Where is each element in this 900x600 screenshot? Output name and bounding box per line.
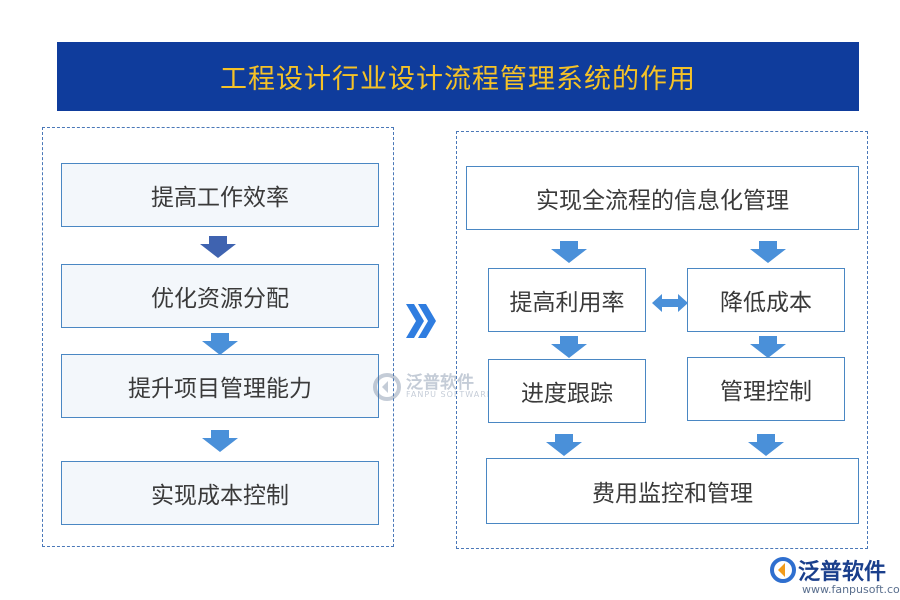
fanpu-logo-icon: [373, 373, 401, 401]
page-title: 工程设计行业设计流程管理系统的作用: [220, 64, 696, 95]
down-arrow-icon: [551, 336, 587, 358]
fanpu-logo-icon: [770, 557, 796, 583]
left-step-1: 提高工作效率: [61, 163, 379, 227]
left-step-4-label: 实现成本控制: [151, 483, 289, 509]
down-arrow-icon: [202, 430, 238, 452]
right-low-left-box: 进度跟踪: [488, 359, 646, 423]
right-bottom-label: 费用监控和管理: [592, 481, 753, 507]
right-mid-right-label: 降低成本: [720, 290, 812, 316]
right-bottom-box: 费用监控和管理: [486, 458, 859, 524]
right-mid-right-box: 降低成本: [687, 268, 845, 332]
double-arrow-icon: [652, 294, 688, 312]
left-step-3: 提升项目管理能力: [61, 354, 379, 418]
left-step-4: 实现成本控制: [61, 461, 379, 525]
down-arrow-icon: [202, 333, 238, 355]
watermark-sub: FANPU SOFTWARE: [406, 390, 493, 399]
watermark: 泛普软件 FANPU SOFTWARE: [372, 368, 522, 408]
logo-name: 泛普软件: [798, 560, 887, 585]
right-mid-left-label: 提高利用率: [509, 290, 625, 316]
down-arrow-icon: [546, 434, 582, 456]
down-arrow-icon: [200, 236, 236, 258]
left-step-1-label: 提高工作效率: [151, 185, 289, 211]
brand-logo: 泛普软件 www.fanpusoft.com: [768, 553, 900, 598]
title-bar: 工程设计行业设计流程管理系统的作用: [57, 42, 859, 111]
watermark-name: 泛普软件: [406, 373, 474, 393]
left-step-2-label: 优化资源分配: [151, 286, 289, 312]
right-mid-left-box: 提高利用率: [488, 268, 646, 332]
left-step-3-label: 提升项目管理能力: [128, 376, 312, 402]
right-low-right-label: 管理控制: [720, 379, 812, 405]
right-panel: [456, 131, 868, 549]
down-arrow-icon: [750, 336, 786, 358]
chevron-right-icon: [406, 304, 436, 338]
down-arrow-icon: [750, 241, 786, 263]
left-step-2: 优化资源分配: [61, 264, 379, 328]
right-low-left-label: 进度跟踪: [521, 381, 613, 407]
right-low-right-box: 管理控制: [687, 357, 845, 421]
down-arrow-icon: [748, 434, 784, 456]
right-top-box: 实现全流程的信息化管理: [466, 166, 859, 230]
down-arrow-icon: [551, 241, 587, 263]
logo-url: www.fanpusoft.com: [802, 583, 900, 596]
right-top-label: 实现全流程的信息化管理: [536, 188, 789, 214]
left-panel: [42, 127, 394, 547]
